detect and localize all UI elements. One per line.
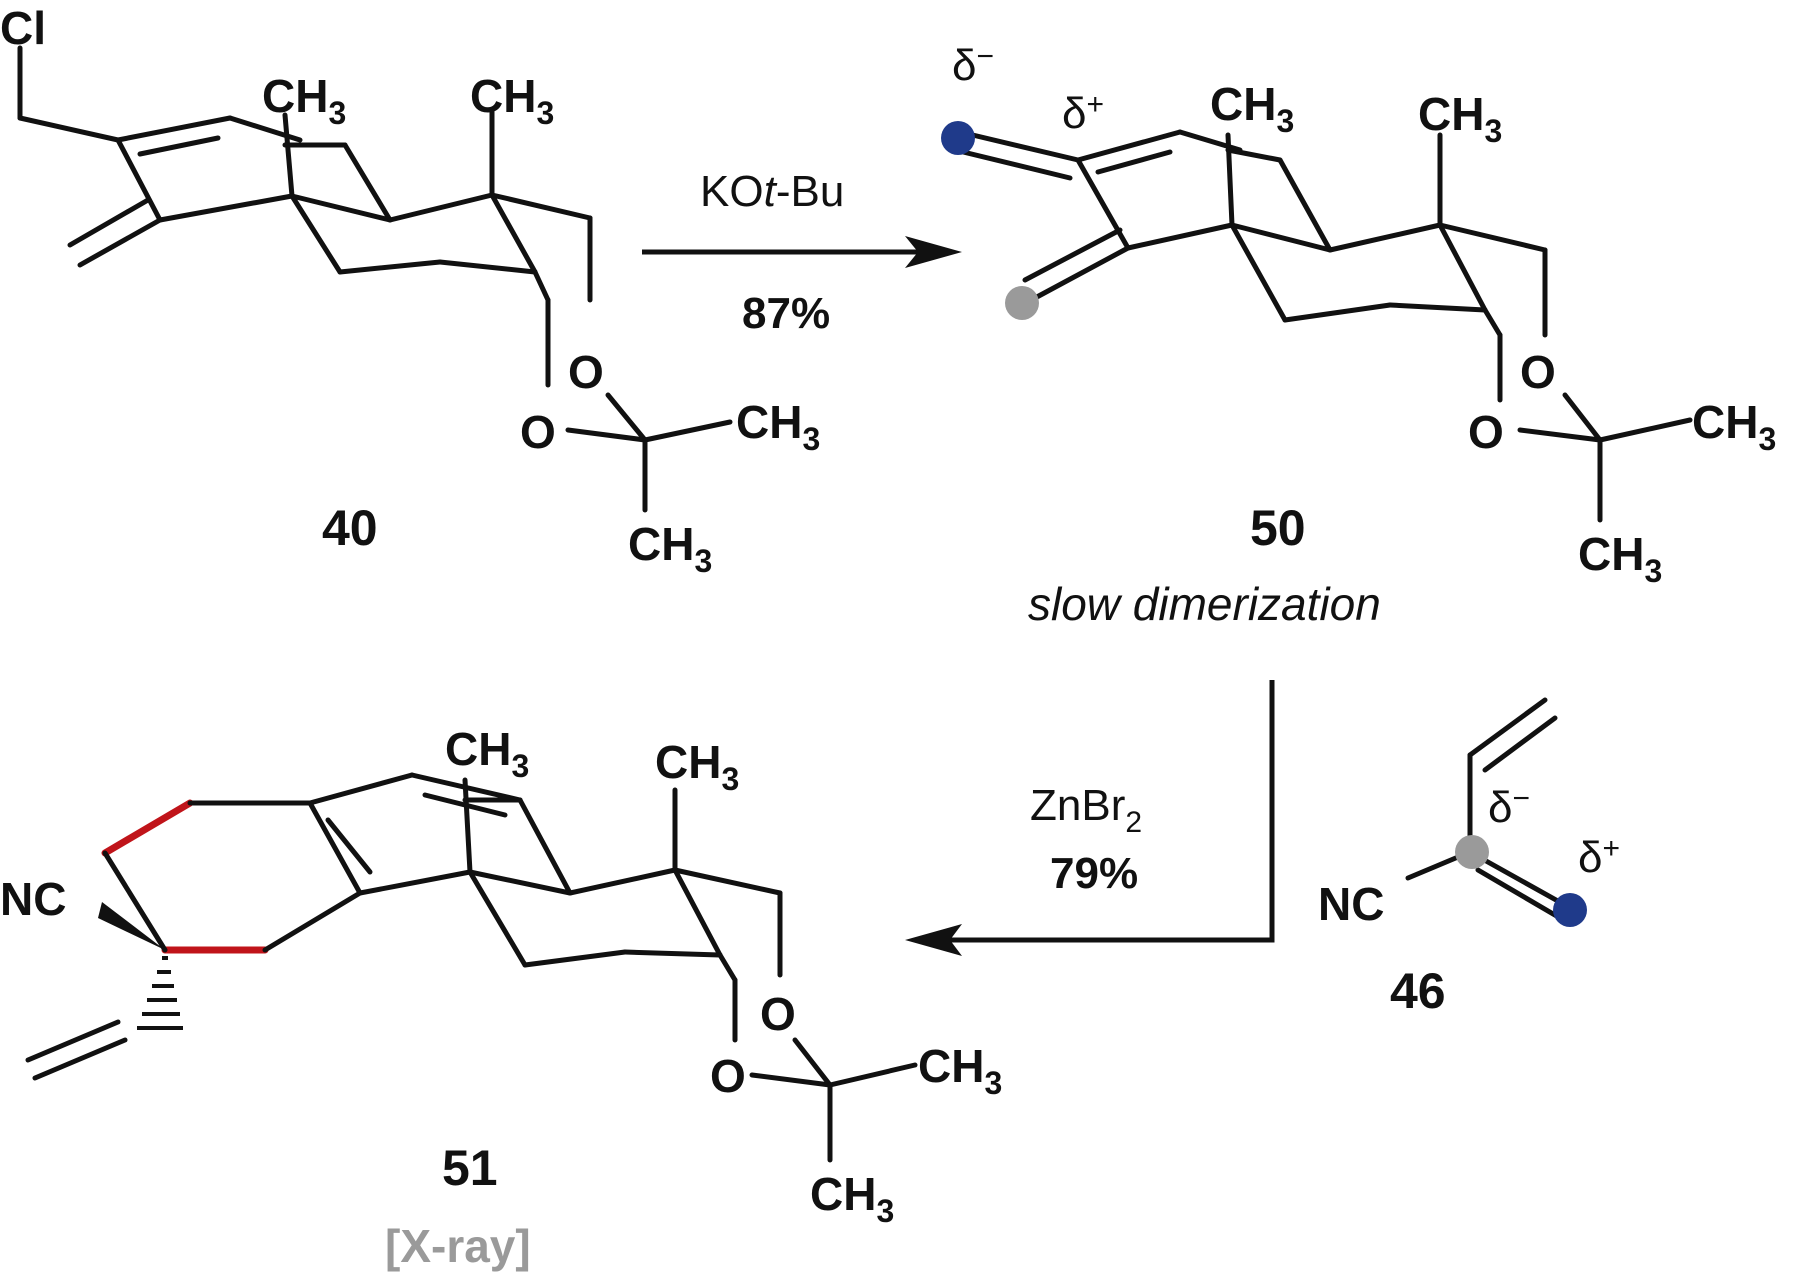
compound-50-structure [952,129,1693,523]
yield-step1: 87% [742,289,830,338]
atom-o: O [1468,406,1504,458]
atom-cl: Cl [0,2,46,54]
atom-ch3-label: CH3 [628,518,712,579]
reaction-arrow-2 [905,680,1275,956]
compound-label-40: 40 [322,500,378,556]
atom-o: O [520,406,556,458]
compound-40-structure [17,45,733,513]
atom-nc-46: NC [1318,878,1384,930]
atom-ch3-label: CH3 [1418,88,1502,149]
atom-ch3-label: CH3 [918,1040,1002,1101]
atom-o: O [760,988,796,1040]
compound-label-51: 51 [442,1140,498,1196]
blue-atom-46 [1553,893,1587,927]
delta-plus-label: δ+ [1062,88,1104,138]
atom-ch3-label: CH3 [655,736,739,797]
gray-atom [1005,286,1039,320]
xray-label: [X-ray] [385,1220,531,1272]
atom-o: O [710,1050,746,1102]
atom-o: O [1520,346,1556,398]
compound-label-46: 46 [1390,963,1446,1019]
reagent-kotbu: KOt-Bu [700,167,844,216]
atom-ch3-label: CH3 [1692,396,1776,457]
reaction-arrow-1 [642,236,962,268]
atom-ch3-label: CH3 [262,70,346,131]
atom-ch3-label: CH3 [470,70,554,131]
reagent-znbr2: ZnBr2 [1030,781,1142,839]
yield-step2: 79% [1050,849,1138,898]
atom-ch3-label: CH3 [810,1168,894,1229]
delta-minus-label-46: δ− [1488,782,1530,832]
compound-51-structure [25,772,918,1163]
atom-ch3-label: CH3 [736,396,820,457]
atom-ch3-label: CH3 [445,723,529,784]
delta-plus-label-46: δ+ [1578,832,1620,882]
gray-atom-46 [1455,835,1489,869]
atom-ch3-label: CH3 [1210,78,1294,139]
delta-minus-atom-blue [941,121,975,155]
compound-46-structure [1405,697,1568,921]
atom-o: O [568,346,604,398]
delta-minus-label: δ− [952,40,994,90]
atom-ch3-label: CH3 [1578,528,1662,589]
compound-label-50: 50 [1250,500,1306,556]
atom-nc-51: NC [0,873,66,925]
note-slow-dimerization: slow dimerization [1028,578,1381,630]
